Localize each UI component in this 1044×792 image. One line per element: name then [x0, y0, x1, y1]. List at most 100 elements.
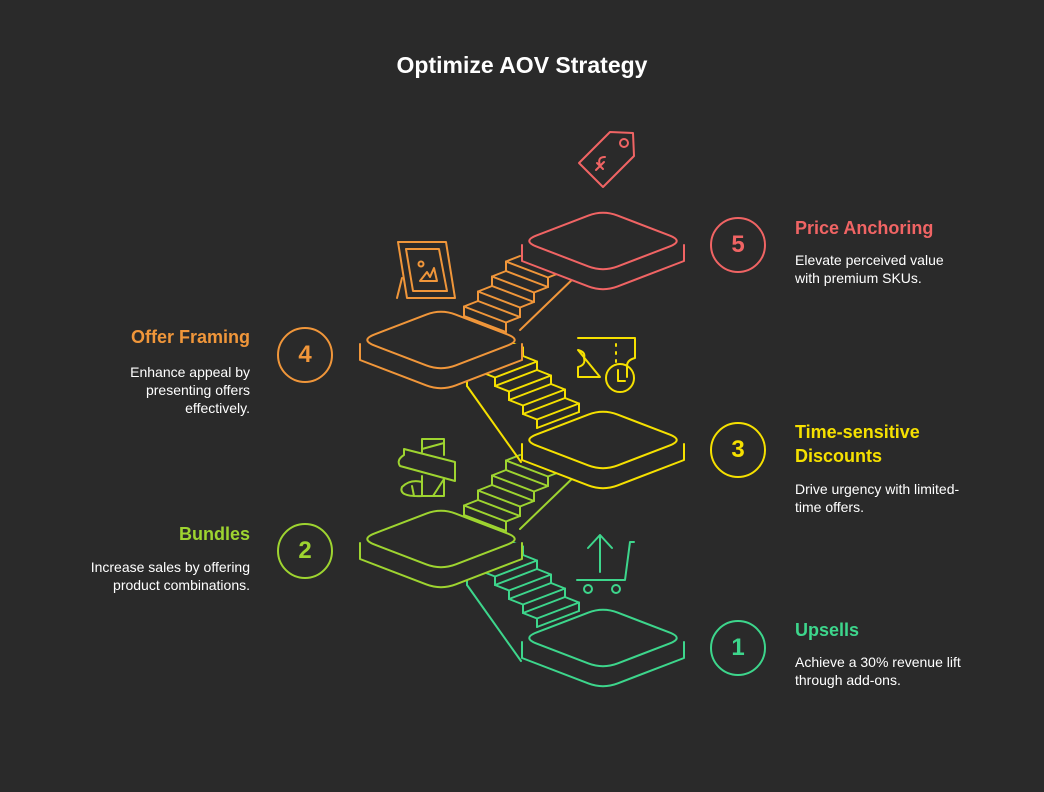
- stair-riser-bottom-edge: [463, 315, 507, 333]
- frame-sun: [417, 260, 425, 268]
- ticket-clock-icon: [577, 337, 636, 393]
- stair-riser-top-edge: [477, 290, 521, 309]
- cart-upload-icon: [576, 534, 635, 594]
- stair-riser-top-edge: [491, 275, 535, 294]
- stair-riser-bottom-edge: [491, 285, 535, 303]
- frame-mountain: [419, 267, 438, 282]
- stair-tread-side: [505, 255, 521, 263]
- step-4-description: Enhance appeal by presenting offers effe…: [130, 364, 250, 416]
- stair-tread-end: [505, 316, 521, 324]
- platform-1: [521, 608, 685, 688]
- stair-tread-side: [477, 285, 493, 293]
- upload-arrow: [587, 534, 613, 573]
- stair-tread-edge: [536, 402, 580, 421]
- platform-side: [359, 343, 523, 390]
- diagram-title: Optimize AOV Strategy: [396, 52, 648, 78]
- step-5-number: 5: [710, 217, 766, 273]
- platform-2: [359, 509, 523, 589]
- step-1-heading: Upsells: [795, 620, 860, 640]
- cart-wheel-left: [583, 584, 593, 594]
- stair-tread-back: [550, 582, 566, 590]
- platform-top: [528, 608, 678, 668]
- stair-tread-edge: [522, 388, 566, 407]
- cart-body: [576, 541, 635, 581]
- banner-bottom: [400, 475, 445, 498]
- ticket-outline: [577, 337, 636, 378]
- stair-tread-end: [505, 515, 521, 523]
- step-4-number: 4: [277, 327, 333, 383]
- platform-side: [521, 443, 685, 490]
- banner-scroll: [397, 448, 456, 482]
- stair-riser-edge: [522, 596, 566, 614]
- platform-top: [366, 310, 516, 370]
- tag-hole: [619, 138, 629, 148]
- stair-tread-side: [491, 270, 507, 278]
- stair-tread-end: [533, 286, 549, 294]
- stair-tread-back: [522, 355, 538, 363]
- stair-tread-end: [533, 485, 549, 493]
- stair-tread-end: [519, 500, 535, 508]
- stair-tread-edge: [494, 360, 538, 379]
- stair-tread-side: [508, 598, 524, 606]
- stairs-2-3: [463, 452, 579, 532]
- stair-riser-edge: [494, 568, 538, 586]
- stair-riser-edge: [522, 397, 566, 415]
- stair-tread-side: [463, 300, 479, 308]
- frame-inner: [405, 248, 448, 292]
- platform-side: [521, 244, 685, 291]
- stair-tread-back: [522, 554, 538, 562]
- stair-riser-bottom-edge: [477, 300, 521, 318]
- step-5-description: Elevate perceived value with premium SKU…: [795, 252, 944, 286]
- frame-stand: [396, 277, 403, 299]
- stair-tread-side: [522, 612, 538, 620]
- frame-outer: [397, 241, 456, 299]
- stair-riser-edge: [494, 369, 538, 387]
- stair-tread-side: [494, 385, 510, 393]
- step-4-heading: Offer Framing: [130, 327, 250, 347]
- tag-currency: [595, 156, 606, 171]
- step-1-number: 1: [710, 620, 766, 676]
- step-5-heading: Price Anchoring: [795, 218, 934, 238]
- stair-tread-back: [536, 369, 552, 377]
- platform-side: [521, 641, 685, 688]
- stairs-4-5: [463, 253, 579, 333]
- stair-riser-bottom-edge: [505, 469, 549, 487]
- stair-tread-side: [463, 499, 479, 507]
- stair-riser-top-edge: [463, 305, 507, 324]
- stair-tread-back: [564, 397, 580, 405]
- step-2-heading: Bundles: [178, 524, 250, 544]
- stair-tread-back: [550, 383, 566, 391]
- platform-5: [521, 211, 685, 291]
- stair-tread-edge: [522, 587, 566, 606]
- stair-stringer: [466, 385, 522, 463]
- stair-riser-edge: [508, 383, 552, 401]
- platform-side: [359, 542, 523, 589]
- stair-tread-side: [522, 413, 538, 421]
- step-3-heading-line1: Time-sensitive: [795, 422, 920, 442]
- step-3-heading-line2: Discounts: [795, 446, 883, 466]
- stair-riser-top-edge: [505, 260, 549, 279]
- step-3-description: Drive urgency with limited-time offers.: [795, 481, 960, 515]
- stair-tread-end: [519, 301, 535, 309]
- step-1-description: Achieve a 30% revenue lift through add-o…: [795, 654, 961, 688]
- stair-riser-bottom-edge: [491, 484, 535, 502]
- stair-tread-back: [564, 596, 580, 604]
- platform-top: [528, 410, 678, 470]
- stair-tread-edge: [508, 374, 552, 393]
- stair-riser-bottom-edge: [463, 514, 507, 532]
- stair-tread-back: [536, 568, 552, 576]
- stair-tread-side: [508, 399, 524, 407]
- price-tag-icon: [578, 131, 635, 188]
- stair-tread-side: [477, 484, 493, 492]
- stair-riser-top-edge: [463, 504, 507, 523]
- stair-stringer: [466, 584, 522, 662]
- clock-hands: [617, 369, 626, 382]
- stair-riser-top-edge: [491, 474, 535, 493]
- platform-top: [528, 211, 678, 271]
- stair-stringer: [519, 472, 579, 530]
- clock-face: [605, 363, 635, 393]
- stair-riser-bottom-edge: [477, 499, 521, 517]
- platform-3: [521, 410, 685, 490]
